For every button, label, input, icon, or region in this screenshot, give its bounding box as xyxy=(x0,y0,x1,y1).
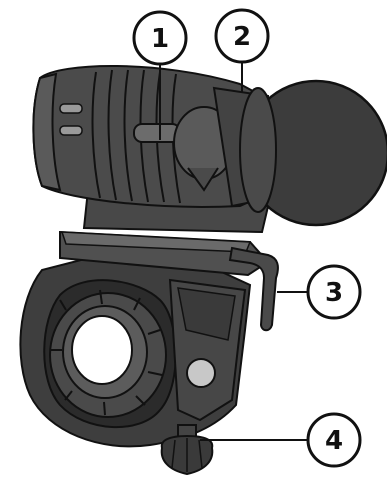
callout-3: 3 xyxy=(308,266,360,318)
callout-4-label: 4 xyxy=(325,426,343,456)
lamp-head-rim xyxy=(240,88,276,212)
callout-1-label: 1 xyxy=(151,24,169,54)
handlebar-hole xyxy=(72,316,132,384)
indicator-slot-1 xyxy=(60,104,82,113)
lamp-unit xyxy=(33,66,387,232)
callout-1: 1 xyxy=(134,12,186,64)
power-button xyxy=(134,124,180,142)
callout-2-label: 2 xyxy=(233,22,251,52)
callout-4: 4 xyxy=(308,414,360,466)
callout-2: 2 xyxy=(216,10,268,62)
indicator-slot-2 xyxy=(60,126,82,135)
clamp-round-button xyxy=(187,359,215,387)
callout-3-label: 3 xyxy=(325,278,343,308)
handlebar-mount xyxy=(20,232,278,474)
